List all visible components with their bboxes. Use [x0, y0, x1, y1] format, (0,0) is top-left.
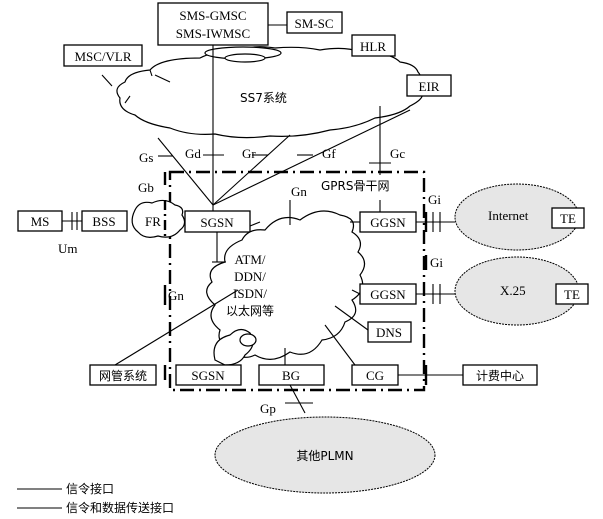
charging-gateway-node[interactable]: CG — [351, 364, 399, 386]
x25-label: X.25 — [500, 283, 526, 298]
ms-node[interactable]: MS — [17, 210, 63, 232]
te-x25-node[interactable]: TE — [555, 283, 589, 305]
legend: 信令接口 信令和数据传送接口 — [17, 481, 174, 515]
other-plmn-network[interactable] — [214, 416, 436, 494]
ss7-bump-inner — [224, 53, 266, 63]
transport-label-2: DDN/ — [234, 269, 266, 284]
transport-label-1: ATM/ — [234, 252, 265, 267]
legend-data-label: 信令和数据传送接口 — [66, 500, 174, 515]
um-interface-label: Um — [58, 241, 78, 256]
svg-text:SM-SC: SM-SC — [294, 16, 333, 31]
legend-signaling-label: 信令接口 — [66, 481, 114, 496]
svg-text:GGSN: GGSN — [370, 215, 406, 230]
gd-interface-label: Gd — [185, 146, 201, 161]
ss7-cloud — [116, 46, 424, 139]
internet-label: Internet — [488, 208, 529, 223]
eir-node[interactable]: EIR — [406, 74, 452, 97]
ggsn-x25-node[interactable]: GGSN — [359, 283, 417, 305]
svg-text:DNS: DNS — [376, 325, 402, 340]
gprs-backbone-label: GPRS骨干网 — [321, 179, 390, 193]
fr-label: FR — [145, 214, 161, 229]
gi-interface-label-1: Gi — [428, 192, 441, 207]
gf-interface-label: Gf — [322, 146, 336, 161]
other-plmn-label: 其他PLMN — [296, 449, 353, 463]
svg-text:HLR: HLR — [360, 39, 386, 54]
svg-text:SMS-GMSC: SMS-GMSC — [179, 8, 246, 23]
svg-text:GGSN: GGSN — [370, 287, 406, 302]
gc-interface-label: Gc — [390, 146, 405, 161]
border-gateway-node[interactable]: BG — [258, 364, 325, 386]
gr-interface-label: Gr — [242, 146, 256, 161]
ss7-label: SS7系统 — [240, 91, 287, 105]
inner-cloud-top — [239, 333, 257, 347]
sgsn-bottom-node[interactable]: SGSN — [175, 364, 242, 386]
svg-text:SMS-IWMSC: SMS-IWMSC — [176, 26, 250, 41]
gprs-backbone-boundary — [168, 170, 426, 392]
sgsn-node[interactable]: SGSN — [184, 210, 251, 233]
gp-interface-label: Gp — [260, 401, 276, 416]
bss-node[interactable]: BSS — [81, 210, 128, 232]
svg-text:TE: TE — [564, 287, 580, 302]
sms-gmsc-node[interactable]: SMS-GMSC SMS-IWMSC — [157, 2, 269, 46]
transport-network-cloud — [206, 210, 366, 360]
svg-text:网管系统: 网管系统 — [99, 368, 147, 383]
ggsn-internet-node[interactable]: GGSN — [359, 211, 417, 233]
transport-label-4: 以太网等 — [226, 303, 274, 318]
dns-node[interactable]: DNS — [367, 321, 412, 343]
gi-interface-label-2: Gi — [430, 255, 443, 270]
svg-text:SGSN: SGSN — [191, 368, 225, 383]
network-management-node[interactable]: 网管系统 — [89, 364, 157, 386]
transport-label-3: ISDN/ — [233, 286, 267, 301]
gn-left-interface-label: Gn — [168, 288, 184, 303]
svg-text:TE: TE — [560, 211, 576, 226]
gs-interface-label: Gs — [139, 150, 153, 165]
svg-text:CG: CG — [366, 368, 384, 383]
gb-interface-label: Gb — [138, 180, 154, 195]
svg-text:SGSN: SGSN — [200, 215, 234, 230]
svg-text:MS: MS — [31, 214, 50, 229]
svg-text:BG: BG — [282, 368, 300, 383]
svg-text:MSC/VLR: MSC/VLR — [74, 49, 131, 64]
svg-text:EIR: EIR — [419, 79, 440, 94]
billing-center-node[interactable]: 计费中心 — [462, 364, 538, 386]
msc-vlr-node[interactable]: MSC/VLR — [63, 44, 143, 67]
hlr-node[interactable]: HLR — [351, 34, 396, 57]
sm-sc-node[interactable]: SM-SC — [286, 11, 343, 34]
svg-text:计费中心: 计费中心 — [476, 368, 524, 383]
te-internet-node[interactable]: TE — [551, 207, 585, 229]
svg-text:BSS: BSS — [92, 214, 115, 229]
gn-top-interface-label: Gn — [291, 184, 307, 199]
